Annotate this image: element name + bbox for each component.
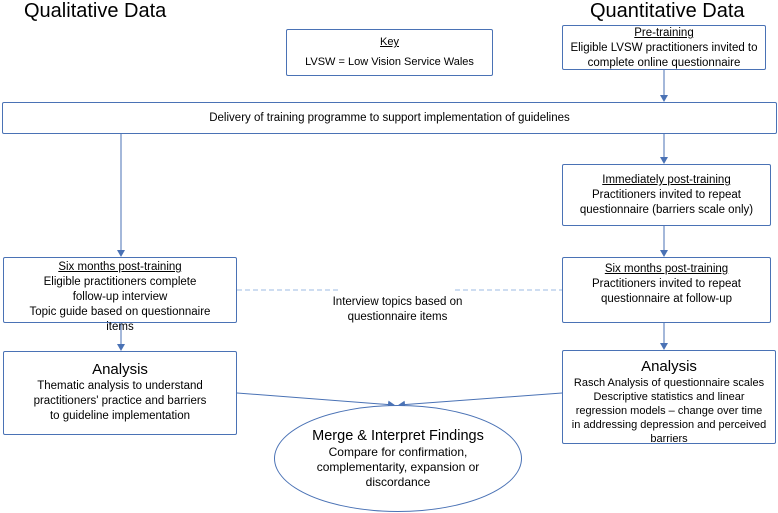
pre-training-box: Pre-training Eligible LVSW practitioners… — [562, 25, 766, 70]
six-months-left-line-4: items — [106, 321, 134, 333]
pre-training-title: Pre-training — [634, 27, 694, 39]
analysis-right-line-1: Rasch Analysis of questionnaire scales — [573, 377, 765, 389]
immediately-post-title: Immediately post-training — [602, 174, 731, 186]
interview-topics-line-1: Interview topics based on — [332, 296, 463, 308]
analysis-left-box: Analysis Thematic analysis to understand… — [3, 351, 237, 435]
interview-topics-text: Interview topics based on questionnaire … — [320, 295, 475, 325]
immediately-post-box: Immediately post-training Practitioners … — [562, 164, 771, 226]
interview-topics-line-2: questionnaire items — [347, 311, 448, 323]
immediately-post-line-2: questionnaire (barriers scale only) — [579, 204, 754, 216]
analysis-left-line-2: practitioners' practice and barriers — [33, 395, 207, 407]
six-months-right-line-1: Practitioners invited to repeat — [592, 278, 741, 290]
delivery-box: Delivery of training programme to suppor… — [2, 102, 777, 134]
merge-line-2: complementarity, expansion or — [316, 460, 480, 474]
six-months-left-title: Six months post-training — [58, 261, 182, 273]
analysis-right-box: Analysis Rasch Analysis of questionnaire… — [562, 350, 776, 445]
key-text: LVSW = Low Vision Service Wales — [305, 56, 474, 68]
heading-qualitative: Qualitative Data — [24, 0, 167, 22]
analysis-right-title: Analysis — [641, 358, 697, 375]
merge-title: Merge & Interpret Findings — [312, 428, 484, 444]
arrow-analysis-left-to-merge — [236, 392, 395, 409]
analysis-left-line-3: to guideline implementation — [49, 410, 190, 422]
six-months-left-box: Six months post-training Eligible practi… — [3, 257, 237, 333]
merge-line-3: discordance — [365, 475, 431, 489]
pre-training-line-2: complete online questionnaire — [587, 57, 741, 69]
six-months-left-line-2: follow-up interview — [72, 291, 168, 303]
pre-training-line-1: Eligible LVSW practitioners invited to — [570, 42, 758, 54]
merge-ellipse: Merge & Interpret Findings Compare for c… — [274, 405, 522, 512]
six-months-right-box: Six months post-training Practitioners i… — [562, 257, 771, 323]
delivery-text: Delivery of training programme to suppor… — [209, 112, 570, 124]
six-months-left-line-1: Eligible practitioners complete — [43, 276, 197, 288]
analysis-right-line-5: barriers — [650, 433, 688, 445]
arrow-analysis-right-to-merge — [398, 392, 563, 409]
six-months-right-line-2: questionnaire at follow-up — [600, 293, 733, 305]
six-months-right-title: Six months post-training — [604, 263, 729, 275]
analysis-left-line-1: Thematic analysis to understand — [37, 380, 203, 392]
analysis-right-line-4: in addressing depression and perceived — [571, 419, 767, 431]
immediately-post-line-1: Practitioners invited to repeat — [592, 189, 741, 201]
six-months-left-line-3: Topic guide based on questionnaire — [29, 306, 211, 318]
key-box: Key LVSW = Low Vision Service Wales — [286, 29, 493, 76]
merge-line-1: Compare for confirmation, — [328, 445, 468, 459]
analysis-right-line-3: regression models – change over time — [575, 405, 763, 417]
heading-quantitative: Quantitative Data — [590, 0, 745, 22]
key-title: Key — [380, 36, 399, 48]
analysis-right-line-2: Descriptive statistics and linear — [593, 391, 745, 403]
analysis-left-title: Analysis — [92, 361, 148, 378]
